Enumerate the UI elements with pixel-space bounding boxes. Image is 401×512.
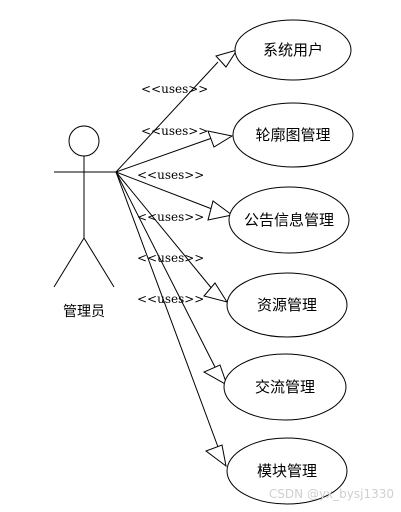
actor-figure <box>53 125 116 288</box>
relation-system-users <box>115 49 239 173</box>
relation-label: <<uses>> <box>137 168 204 182</box>
actor-left-leg <box>53 237 85 288</box>
actor-label: 管理员 <box>63 304 105 320</box>
actor-head <box>68 125 100 157</box>
watermark: CSDN @yx_bysj1330 <box>269 487 394 501</box>
relation-label: <<uses>> <box>141 124 208 138</box>
use-case-label: 轮廓图管理 <box>255 126 330 144</box>
relation-label: <<uses>> <box>137 210 204 224</box>
relation-resources <box>115 171 229 303</box>
relation-label: <<uses>> <box>137 292 204 306</box>
use-case-communication <box>223 353 347 421</box>
use-case-contour-map <box>232 102 354 168</box>
relation-contour-map <box>115 130 234 173</box>
use-case-label: 交流管理 <box>255 378 315 396</box>
use-case-label: 资源管理 <box>257 296 317 314</box>
relation-lines <box>115 49 239 468</box>
use-case-resources <box>226 272 348 338</box>
use-case-announcement <box>228 186 350 254</box>
use-case-module <box>226 437 348 505</box>
use-case-label: 系统用户 <box>263 41 323 59</box>
use-case-label: 公告信息管理 <box>244 211 334 229</box>
relation-communication <box>115 171 228 387</box>
relation-announcement <box>115 171 234 221</box>
relation-label: <<uses>> <box>141 82 208 96</box>
actor-right-leg <box>83 237 115 288</box>
use-case-system-users <box>234 19 352 81</box>
relation-label: <<uses>> <box>137 251 204 265</box>
relation-module <box>115 171 227 468</box>
use-case-label: 模块管理 <box>257 462 317 480</box>
